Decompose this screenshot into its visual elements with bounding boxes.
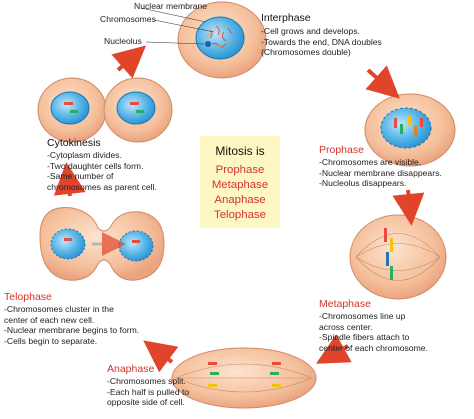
metaphase-cell	[349, 214, 447, 300]
interphase-title: Interphase	[261, 12, 311, 24]
telophase-line: center of each new cell.	[4, 314, 95, 325]
label-chromosomes: Chromosomes	[100, 14, 156, 24]
summary-phase: Metaphase	[211, 179, 269, 191]
metaphase-line: center of each chromosome.	[319, 342, 428, 353]
anaphase-title: Anaphase	[107, 363, 155, 375]
anaphase-cell	[171, 347, 317, 409]
cytokinesis-title: Cytokinesis	[47, 137, 101, 149]
cytokinesis-cells	[37, 77, 173, 143]
telophase-line: -Nuclear membrane begins to form.	[4, 325, 140, 336]
telophase-description: -Chromosomes cluster in the center of ea…	[4, 304, 139, 346]
telophase-title: Telophase	[4, 291, 52, 303]
metaphase-title: Metaphase	[319, 298, 371, 310]
telophase-line: -Chromosomes cluster in the	[4, 304, 114, 314]
metaphase-line: -Spindle fibers attach to	[319, 332, 410, 343]
anaphase-line: -Chromosomes split.	[107, 376, 186, 386]
interphase-cell	[140, 1, 267, 79]
summary-phase: Anaphase	[214, 194, 266, 206]
summary-phase: Prophase	[215, 164, 265, 176]
summary-heading: Mitosis is	[215, 144, 265, 158]
summary-phase: Telophase	[214, 209, 266, 221]
metaphase-line: across center.	[319, 321, 373, 332]
cytokinesis-description: -Cytoplasm divides. -Two daughter cells …	[47, 150, 157, 192]
cytokinesis-line: -Cytoplasm divides.	[47, 150, 122, 160]
telophase-line: -Cells begin to separate.	[4, 335, 98, 346]
interphase-description: -Cell grows and develops. -Towards the e…	[261, 26, 382, 58]
interphase-line: -Cell grows and develops.	[261, 26, 360, 36]
prophase-title: Prophase	[319, 144, 364, 156]
cytokinesis-line: -Two daughter cells form.	[47, 160, 144, 171]
anaphase-line: opposite side of cell.	[107, 397, 185, 408]
anaphase-line: -Each half is pulled to	[107, 386, 190, 397]
prophase-line: -Nuclear membrane disappears.	[319, 167, 442, 178]
cycle-arrows	[53, 45, 425, 373]
interphase-line: (Chromosomes double)	[261, 47, 351, 58]
prophase-line: -Chromosomes are visible.	[319, 157, 422, 167]
interphase-line: -Towards the end, DNA doubles	[261, 36, 382, 47]
prophase-description: -Chromosomes are visible. -Nuclear membr…	[319, 157, 442, 189]
cytokinesis-line: -Same number of	[47, 171, 114, 182]
anaphase-description: -Chromosomes split. -Each half is pulled…	[107, 376, 189, 408]
label-nuclear-membrane: Nuclear membrane	[134, 1, 208, 11]
metaphase-description: -Chromosomes line up across center. -Spi…	[319, 311, 428, 353]
prophase-cell	[364, 93, 456, 167]
label-nucleolus: Nucleolus	[104, 36, 142, 46]
mitosis-summary-box: Mitosis is Prophase Metaphase Anaphase T…	[200, 136, 280, 228]
prophase-line: -Nucleolus disappears.	[319, 178, 407, 189]
metaphase-line: -Chromosomes line up	[319, 311, 406, 321]
telophase-cell	[39, 207, 165, 281]
cytokinesis-line: chromosomes as parent cell.	[47, 181, 157, 192]
